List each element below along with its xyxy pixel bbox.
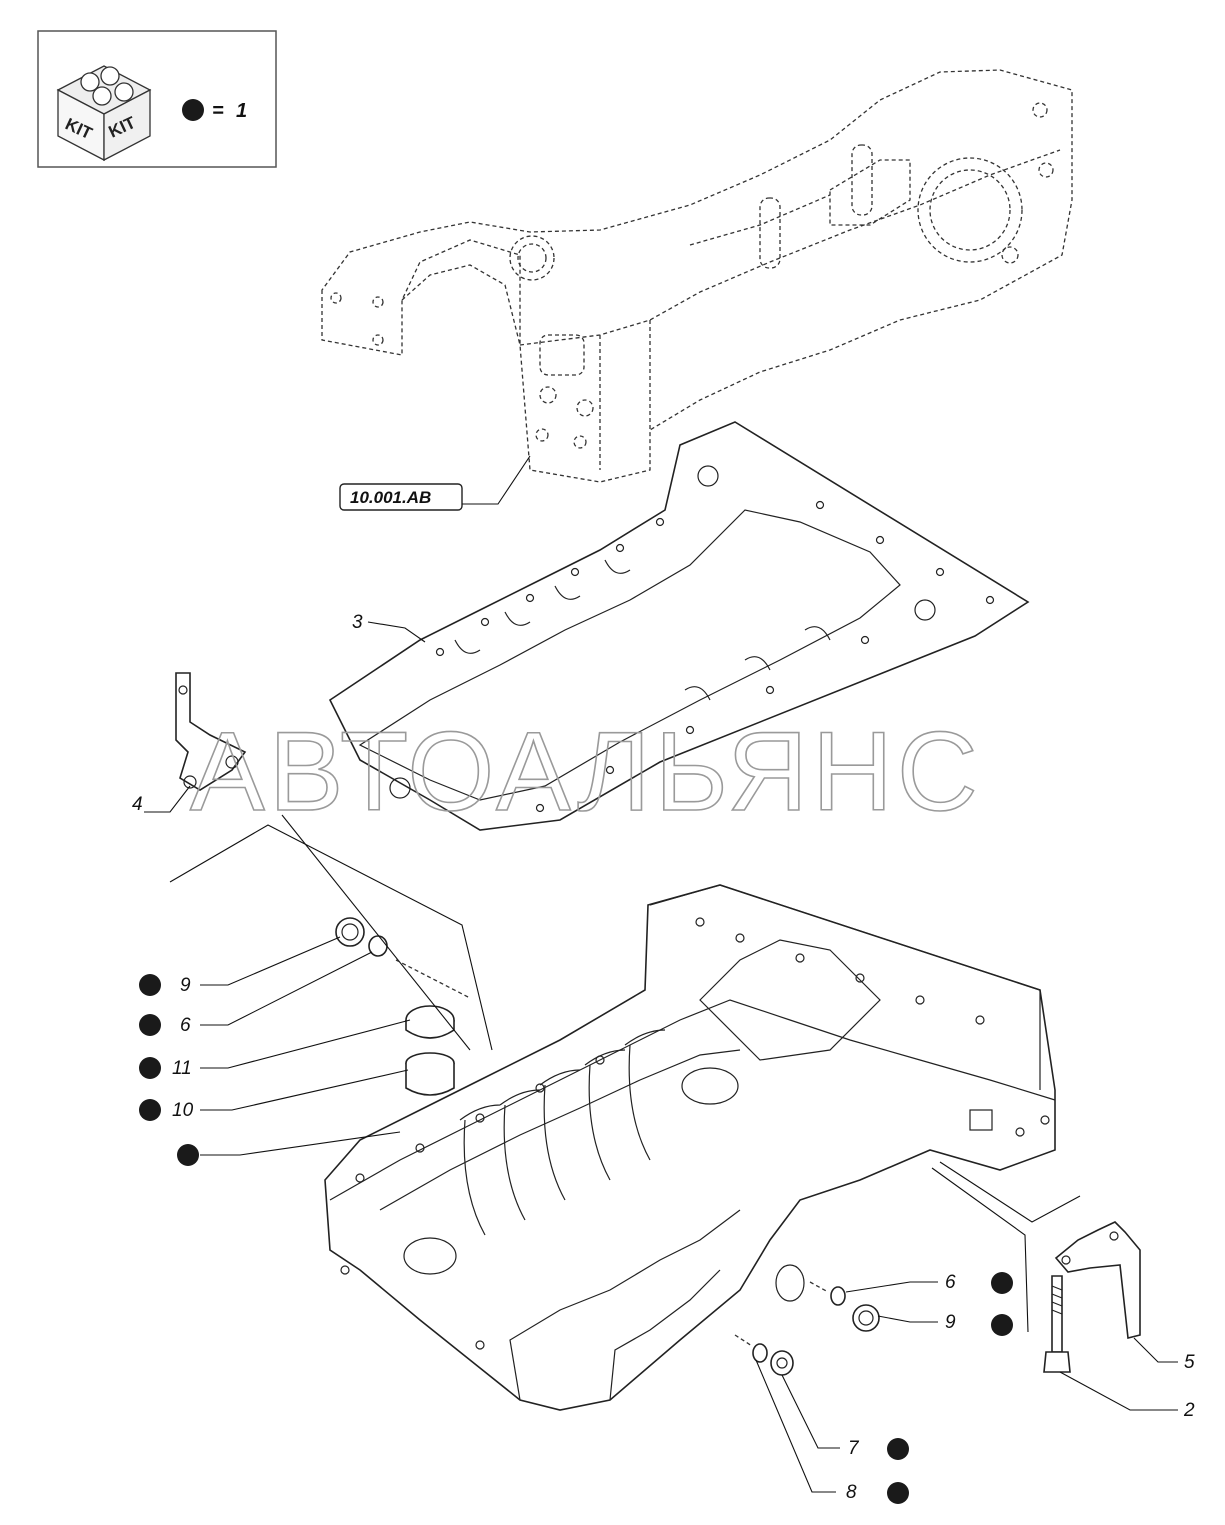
kit-value: 1 (236, 100, 247, 122)
bushing-part-10 (405, 1052, 455, 1096)
callout-10[interactable]: 10 (172, 1100, 194, 1121)
bracket-part-4 (175, 672, 247, 791)
callout-leaders (144, 785, 1178, 1493)
callout-11[interactable]: 11 (172, 1058, 192, 1079)
bracket-part-5 (1054, 1221, 1141, 1339)
engine-block-outline (321, 69, 1073, 483)
watermark-text: АВТОАЛЬЯНС (190, 709, 982, 834)
plug-part-9-left (335, 917, 365, 947)
kit-dot-icon (991, 1272, 1013, 1294)
cap-part-11 (405, 1005, 455, 1039)
kit-dot-icon (887, 1482, 909, 1504)
reference-label-text: 10.001.AB (350, 488, 431, 507)
kit-dot-icon (991, 1314, 1013, 1336)
seal-ring-part-6-left (368, 935, 388, 957)
kit-dot-icon (182, 99, 204, 121)
kit-dot-icon (177, 1144, 199, 1166)
kit-legend: KIT KIT = 1 (37, 30, 277, 168)
kit-markers (139, 974, 1013, 1504)
callout-6-right[interactable]: 6 (945, 1272, 956, 1293)
plug-part-9-right (852, 1304, 880, 1332)
callout-8[interactable]: 8 (846, 1482, 857, 1503)
kit-dot-icon (139, 974, 161, 996)
bolt-part-2 (1043, 1275, 1071, 1373)
kit-dot-icon (139, 1057, 161, 1079)
callout-9-right[interactable]: 9 (945, 1312, 956, 1333)
kit-dot-icon (887, 1438, 909, 1460)
kit-equals: = (212, 100, 224, 122)
oil-pan (324, 884, 1056, 1411)
callout-9-left[interactable]: 9 (180, 975, 191, 996)
callout-4[interactable]: 4 (132, 794, 143, 815)
assembly-lines (169, 814, 1081, 1347)
callout-2[interactable]: 2 (1183, 1400, 1195, 1421)
seal-ring-part-7 (752, 1343, 768, 1363)
callout-5[interactable]: 5 (1184, 1352, 1195, 1373)
seal-ring-part-6-right (830, 1286, 846, 1306)
kit-dot-icon (139, 1099, 161, 1121)
kit-dot-icon (139, 1014, 161, 1036)
callout-7[interactable]: 7 (848, 1438, 860, 1459)
gasket-part-3 (328, 421, 1030, 831)
plug-part-8 (770, 1350, 794, 1376)
reference-label[interactable]: 10.001.AB (339, 455, 531, 511)
callout-6-left[interactable]: 6 (180, 1015, 191, 1036)
callout-3[interactable]: 3 (352, 612, 363, 633)
kit-box-icon: KIT KIT (56, 65, 152, 162)
